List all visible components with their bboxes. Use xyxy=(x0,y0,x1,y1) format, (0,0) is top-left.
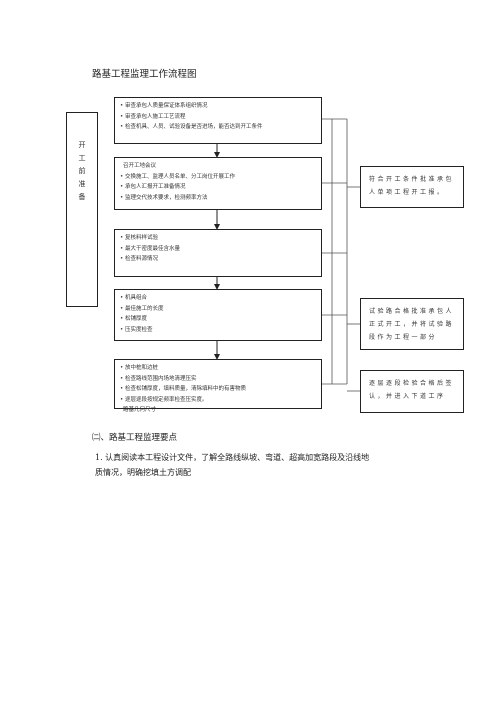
paragraph-line-2: 质情况，明确挖填土方调配 xyxy=(95,468,191,477)
step-1-line-2: • 审查承包人施工工艺流程 xyxy=(120,113,186,120)
approval-note-2-text: 试验路合格批准承包人正式开工，并将试验路段作为工程一部分 xyxy=(369,308,455,341)
step-5-line-3: • 检查松铺厚度，填料质量，清除填料中的有害物质 xyxy=(120,386,246,392)
flow-step-4: • 机具组合 • 最佳施工的长度 • 松铺厚度 • 压实度检查 xyxy=(114,289,322,341)
step-2-line-1: 召开工地会议 xyxy=(123,163,157,169)
flow-step-3: • 复核料样试验 • 最大干密度最佳含水量 • 检查料源情况 xyxy=(114,229,322,277)
step-2-line-4: • 监理交代技术要求，检测频率方法 xyxy=(120,194,208,201)
approval-note-2: 试验路合格批准承包人正式开工，并将试验路段作为工程一部分 xyxy=(360,298,464,350)
step-5-line-4: • 逐层逐段按规定频率检查压实度。 xyxy=(120,396,208,403)
step-3-line-1: • 复核料样试验 xyxy=(120,235,158,241)
step-5-line-2: • 检查路线范围内场地清理压实 xyxy=(120,375,197,382)
flow-step-1: • 审查承包人质量保证体系组织情况 • 审查承包人施工工艺流程 • 检查机具、人… xyxy=(114,97,322,144)
pre-start-preparation-label: 开 工 前 准 备 xyxy=(78,141,86,201)
step-2-line-2: • 交换施工、监理人员名单、分工岗位开展工作 xyxy=(120,173,235,180)
approval-note-1: 符合开工条件批准承包人单项工程开工报。 xyxy=(360,166,464,208)
step-4-line-1: • 机具组合 xyxy=(120,295,147,301)
flow-step-5: • 放中桩和边桩 • 检查路线范围内场地清理压实 • 检查松铺厚度，填料质量，清… xyxy=(114,359,322,413)
approval-note-3: 逐层逐段检验合格后签认，并进入下道工序 xyxy=(360,370,464,413)
step-3-line-2: • 最大干密度最佳含水量 xyxy=(120,245,180,252)
step-2-line-3: • 承包人汇报开工准备情况 xyxy=(120,184,186,190)
approval-note-3-text: 逐层逐段检验合格后签认，并进入下道工序 xyxy=(369,380,455,400)
step-4-line-2: • 最佳施工的长度 xyxy=(120,305,164,312)
paragraph-line-1: 1. 认真阅读本工程设计文件，了解全路线纵坡、弯道、超高加宽路段及沿线地 xyxy=(95,453,370,462)
flowchart-title: 路基工程监理工作流程图 xyxy=(92,69,197,80)
right-bracket-lines xyxy=(322,118,360,392)
step-3-line-3: • 检查料源情况 xyxy=(120,256,158,262)
step-5-line-1: • 放中桩和边桩 xyxy=(120,365,158,371)
step-5-line-5: 路基几何尺寸 xyxy=(123,407,157,413)
step-1-line-1: • 审查承包人质量保证体系组织情况 xyxy=(120,103,208,109)
section-body: 1. 认真阅读本工程设计文件，了解全路线纵坡、弯道、超高加宽路段及沿线地 质情况… xyxy=(95,450,369,480)
pre-start-preparation-box: 开 工 前 准 备 xyxy=(66,112,98,307)
step-4-line-4: • 压实度检查 xyxy=(120,326,153,333)
flow-step-2: 召开工地会议 • 交换施工、监理人员名单、分工岗位开展工作 • 承包人汇报开工准… xyxy=(114,157,322,210)
section-heading: ㈡、路基工程监理要点 xyxy=(92,433,178,443)
approval-note-1-text: 符合开工条件批准承包人单项工程开工报。 xyxy=(369,176,455,196)
step-1-line-3: • 检查机具、人员、试验设备是否进场，能否达到开工条件 xyxy=(120,124,263,130)
step-4-line-3: • 松铺厚度 xyxy=(120,316,147,322)
